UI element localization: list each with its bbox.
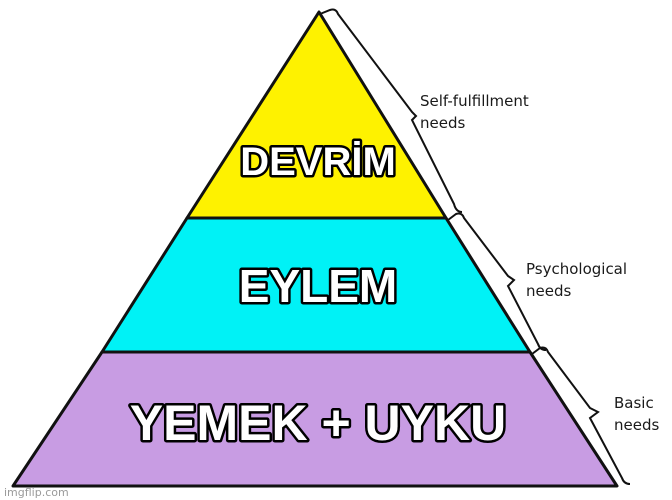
side-label-basic-line2: needs xyxy=(614,416,659,434)
side-label-self-fulfillment-line1: Self-fulfillment xyxy=(420,92,529,110)
tier-label-middle: EYLEM xyxy=(239,260,397,312)
side-label-self-fulfillment-line2: needs xyxy=(420,114,465,132)
brace-middle xyxy=(447,212,547,351)
brace-bottom xyxy=(531,346,631,485)
watermark: imgflip.com xyxy=(4,486,69,499)
pyramid-tier-top xyxy=(185,10,448,220)
tier-label-bottom: YEMEK + UYKU xyxy=(130,395,506,451)
side-label-psychological-line2: needs xyxy=(526,282,571,300)
side-label-basic-line1: Basic xyxy=(614,394,654,412)
brace-top xyxy=(319,8,463,213)
tier-label-top: DEVRİM xyxy=(240,140,396,184)
side-label-psychological-line1: Psychological xyxy=(526,260,627,278)
